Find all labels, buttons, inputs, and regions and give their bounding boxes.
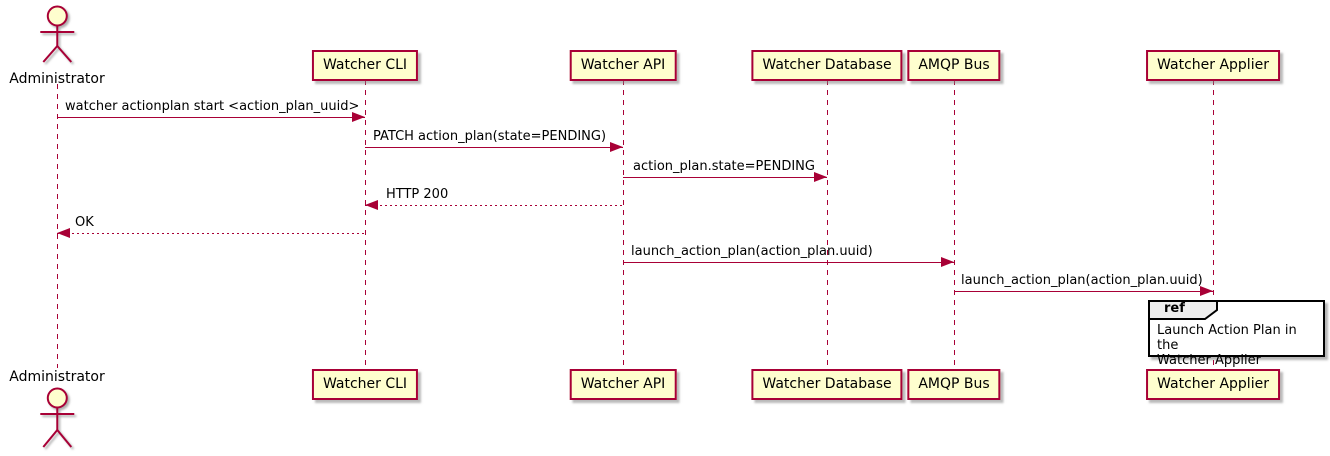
message-label: OK [75, 215, 94, 230]
actor-administrator-top: Administrator [9, 4, 105, 87]
message-label: launch_action_plan(action_plan.uuid) [631, 244, 873, 259]
message-line [57, 117, 365, 118]
lifeline-watcher-cli [365, 80, 366, 369]
actor-label: Administrator [9, 71, 105, 87]
ref-body: Launch Action Plan in the Watcher Applie… [1150, 302, 1323, 368]
participant-watcher-applier-bottom: Watcher Applier [1146, 369, 1280, 400]
arrowhead-icon [365, 200, 378, 210]
actor-label: Administrator [9, 369, 105, 385]
message-label: watcher actionplan start <action_plan_uu… [65, 99, 360, 114]
arrowhead-icon [57, 228, 70, 238]
participant-watcher-database-bottom: Watcher Database [751, 369, 903, 400]
lifeline-administrator [57, 84, 58, 368]
participant-amqp-bus-bottom: AMQP Bus [907, 369, 1001, 400]
message-line [57, 233, 365, 234]
actor-figure-icon [40, 387, 74, 448]
lifeline-watcher-database [827, 80, 828, 369]
lifeline-amqp-bus [954, 80, 955, 369]
arrowhead-icon [352, 112, 365, 122]
actor-administrator-bottom: Administrator [9, 369, 105, 450]
message-label: launch_action_plan(action_plan.uuid) [961, 273, 1203, 288]
message-line [623, 177, 827, 178]
ref-tab-shape-icon [1148, 300, 1218, 320]
ref-tab: ref [1148, 300, 1218, 320]
message-label: HTTP 200 [386, 187, 449, 202]
ref-text-line-2: Watcher Applier [1157, 353, 1261, 368]
message-label: action_plan.state=PENDING [633, 159, 815, 174]
actor-figure-icon [40, 5, 74, 63]
ref-fragment: ref Launch Action Plan in the Watcher Ap… [1148, 300, 1325, 368]
lifeline-watcher-api [623, 80, 624, 369]
arrowhead-icon [610, 142, 623, 152]
participant-watcher-applier-top: Watcher Applier [1146, 50, 1280, 81]
message-line [365, 147, 623, 148]
participant-watcher-api-top: Watcher API [569, 50, 677, 81]
arrowhead-icon [1200, 286, 1213, 296]
participant-watcher-cli-top: Watcher CLI [311, 50, 419, 81]
participant-watcher-database-top: Watcher Database [751, 50, 903, 81]
message-line [623, 262, 954, 263]
participant-amqp-bus-top: AMQP Bus [907, 50, 1001, 81]
message-label: PATCH action_plan(state=PENDING) [373, 129, 607, 144]
ref-text-line-1: Launch Action Plan in the [1157, 323, 1297, 353]
arrowhead-icon [814, 172, 827, 182]
message-line [365, 205, 623, 206]
participant-watcher-cli-bottom: Watcher CLI [311, 369, 419, 400]
ref-keyword: ref [1164, 301, 1185, 316]
participant-watcher-api-bottom: Watcher API [569, 369, 677, 400]
lifeline-watcher-applier [1213, 80, 1214, 369]
arrowhead-icon [941, 257, 954, 267]
message-line [954, 291, 1213, 292]
